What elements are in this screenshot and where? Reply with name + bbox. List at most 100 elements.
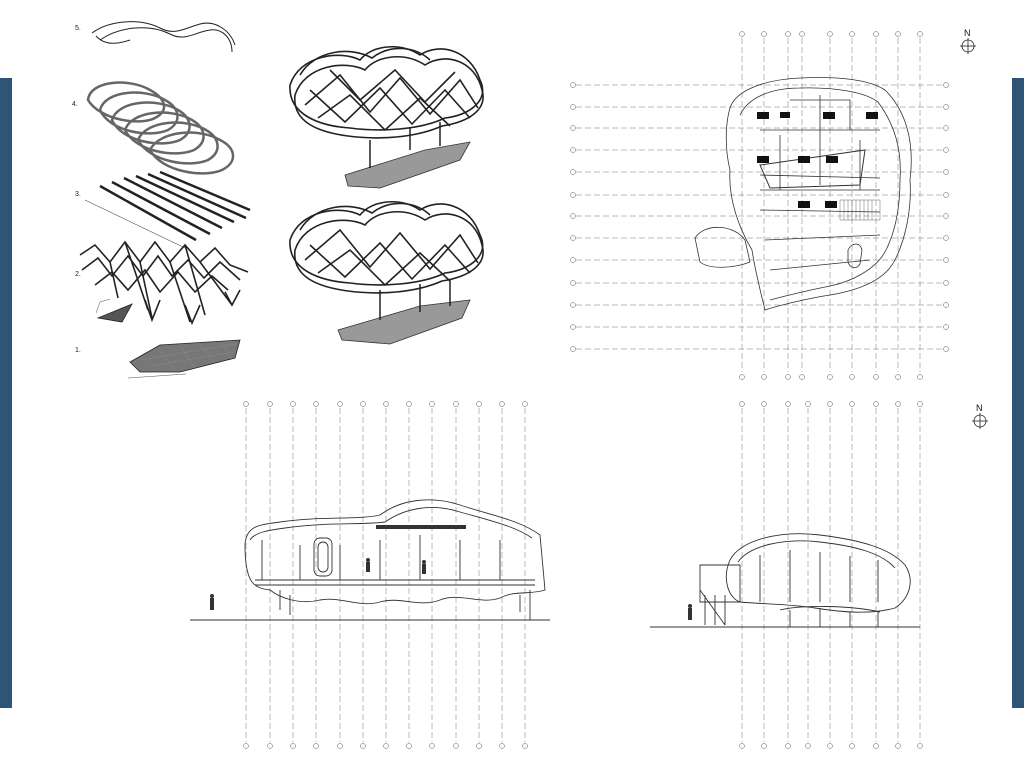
section-grid-bubble [499, 401, 505, 407]
plan-grid-bubble [943, 257, 949, 263]
plan-grid-bubble [570, 257, 576, 263]
section-grid-bubble [383, 743, 389, 749]
plan-grid-bubble [799, 374, 805, 380]
cross-section-grid-bubble [873, 743, 879, 749]
plan-grid-bubble [943, 280, 949, 286]
cross-section-grid-bubble [873, 401, 879, 407]
section-grid-bubble [337, 743, 343, 749]
cross-section-grid-bubble [761, 401, 767, 407]
step-label-1: 1. [75, 347, 81, 354]
plan-grid-bubble [827, 374, 833, 380]
section-grid-bubble [360, 401, 366, 407]
cross-section-grid-bubble [849, 743, 855, 749]
cross-section-grid-bubble [739, 401, 745, 407]
section-grid-bubble [360, 743, 366, 749]
section-grid-bubble [429, 743, 435, 749]
section-grid-bubble [453, 743, 459, 749]
plan-grid-bubble [570, 192, 576, 198]
section-grid-bubble [522, 743, 528, 749]
plan-grid-bubble [943, 235, 949, 241]
section-grid-bubble [243, 401, 249, 407]
plan-grid-bubble [570, 104, 576, 110]
section-people [210, 558, 426, 610]
plan-grid-bubble [849, 374, 855, 380]
cross-section-grid-bubble [805, 743, 811, 749]
plan-grid-bubble [570, 280, 576, 286]
plan-grid-bubble [943, 125, 949, 131]
cross-section-grid-bubble [917, 743, 923, 749]
plan-grid-bubble [943, 213, 949, 219]
section-grid-bubble [290, 401, 296, 407]
long-section [190, 401, 550, 749]
step-5-ribbons [91, 21, 236, 53]
plan-grid-bubble [785, 31, 791, 37]
plan-grid-bubble [943, 302, 949, 308]
cross-section-grid-bubble [917, 401, 923, 407]
plan-grid-bubble [570, 302, 576, 308]
plan-grid-bubble [943, 346, 949, 352]
step-3-rods [84, 170, 251, 249]
section-grid-bubble [313, 743, 319, 749]
plan-grid-bubble [570, 213, 576, 219]
cross-section-grid-bubble [785, 401, 791, 407]
section-grid-bubble [267, 401, 273, 407]
section-grid-bubble [476, 743, 482, 749]
plan-grid-bubble [570, 324, 576, 330]
plan-grid-bubble [943, 324, 949, 330]
plan-grid-bubble [570, 235, 576, 241]
cross-section-grid-bubble [761, 743, 767, 749]
step-2-base-piece [95, 298, 133, 323]
section-grid-bubble [453, 401, 459, 407]
cross-section-grid-bubble [895, 401, 901, 407]
plan-grid-bubble [943, 147, 949, 153]
section-grid-bubble [267, 743, 273, 749]
plan-grid-bubble [570, 125, 576, 131]
plan-grid-bubble [849, 31, 855, 37]
section-grid-bubble [476, 401, 482, 407]
cross-section-person [688, 604, 692, 620]
section-grid-bubble [337, 401, 343, 407]
step-4-loops [86, 81, 235, 175]
section-grid-bubble [313, 401, 319, 407]
step-label-2: 2. [75, 271, 81, 278]
floor-plan: N [570, 28, 976, 380]
left-accent-band [0, 78, 12, 708]
section-grid-bubble [406, 743, 412, 749]
section-grid-bubble [290, 743, 296, 749]
section-grid-bubble [406, 401, 412, 407]
plan-north-arrow: N [960, 28, 976, 54]
plan-north-label: N [964, 28, 971, 38]
section-grid-bubble [522, 401, 528, 407]
plan-grid-bubble [895, 31, 901, 37]
plan-grid-bubble [943, 82, 949, 88]
step-diagram: 5. 4. 3. 2. 1. [72, 21, 251, 379]
plan-grid-bubble [827, 31, 833, 37]
plan-grid-bubble [739, 374, 745, 380]
cross-section-grid-bubble [805, 401, 811, 407]
cross-section-grid-bubble [827, 401, 833, 407]
section-north-label: N [976, 403, 983, 413]
plan-grid-bubble [873, 374, 879, 380]
cross-section: N [650, 401, 988, 749]
section-north-arrow: N [972, 403, 988, 429]
perspective-view-bottom [289, 200, 484, 345]
step-label-4: 4. [72, 101, 78, 108]
plan-grid-bubble [570, 82, 576, 88]
step-1-base-slab [127, 339, 241, 379]
plan-grid-bubble [895, 374, 901, 380]
section-grid-bubble [383, 401, 389, 407]
plan-grid-bubble [570, 147, 576, 153]
plan-grid-bubble [917, 31, 923, 37]
plan-grid-bubble [943, 104, 949, 110]
step-2-frame [79, 240, 249, 326]
plan-grid-bubble [785, 374, 791, 380]
plan-grid-bubble [917, 374, 923, 380]
plan-grid-bubble [943, 192, 949, 198]
step-label-5: 5. [75, 25, 81, 32]
cross-section-grid-bubble [895, 743, 901, 749]
perspective-view-top [289, 45, 484, 189]
plan-grid-bubble [761, 31, 767, 37]
plan-grid-bubble [739, 31, 745, 37]
step-label-3: 3. [75, 191, 81, 198]
